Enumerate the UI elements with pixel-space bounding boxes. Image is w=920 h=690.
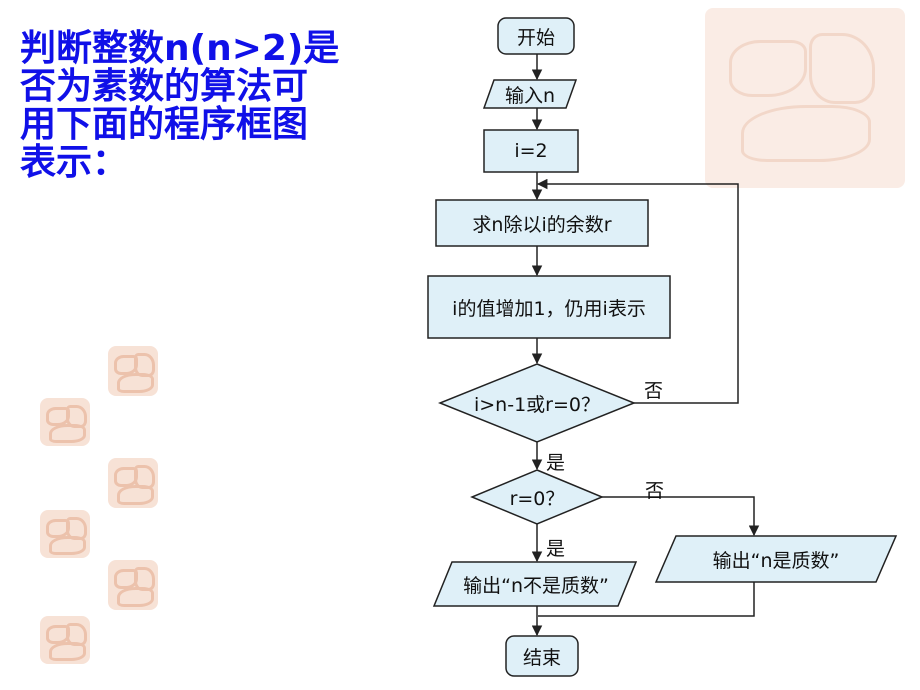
heading: 判断整数n(n>2)是 否为素数的算法可 用下面的程序框图 表示：	[20, 30, 360, 182]
output-prime-label: 输出“n是质数”	[712, 549, 840, 572]
edge-cond1-loop-back	[536, 178, 739, 404]
edge-label-yes-2: 是	[546, 538, 566, 560]
heading-line-3: 用下面的程序框图	[20, 104, 309, 145]
init-label: i=2	[514, 140, 548, 162]
init-node	[483, 129, 579, 173]
cond1-label: i>n-1或r=0？	[473, 393, 600, 416]
remainder-label: 求n除以i的余数r	[472, 213, 612, 236]
seal-stamp	[108, 458, 158, 508]
output-not-prime-label: 输出“n不是质数”	[463, 574, 609, 597]
increment-label: i的值增加1，仍用i表示	[452, 297, 646, 320]
input-node	[482, 79, 578, 109]
heading-line-2: 否为素数的算法可	[20, 66, 309, 107]
seal-stamp	[40, 398, 90, 446]
seal-stamp-large	[705, 8, 905, 188]
input-label: 输入n	[504, 84, 556, 107]
edge-label-no-1: 否	[644, 380, 664, 402]
edge-label-yes-1: 是	[546, 452, 566, 474]
seal-stamp	[40, 616, 90, 664]
edge-cond2-prime	[602, 496, 760, 537]
edge-label-no-2: 否	[645, 480, 665, 502]
increment-node	[427, 275, 671, 339]
seal-stamp	[108, 346, 158, 396]
output-not-prime-node	[432, 561, 638, 607]
cond2-label: r=0？	[509, 487, 565, 510]
heading-line-4: 表示：	[20, 142, 129, 183]
start-label: 开始	[516, 26, 555, 49]
output-prime-node	[654, 535, 898, 583]
end-label: 结束	[522, 646, 561, 669]
edge-prime-merge	[538, 582, 755, 617]
heading-line-1: 判断整数n(n>2)是	[20, 28, 340, 69]
start-node	[497, 17, 575, 55]
seal-stamp	[108, 560, 158, 610]
seal-stamp	[40, 510, 90, 558]
remainder-node	[435, 199, 649, 247]
